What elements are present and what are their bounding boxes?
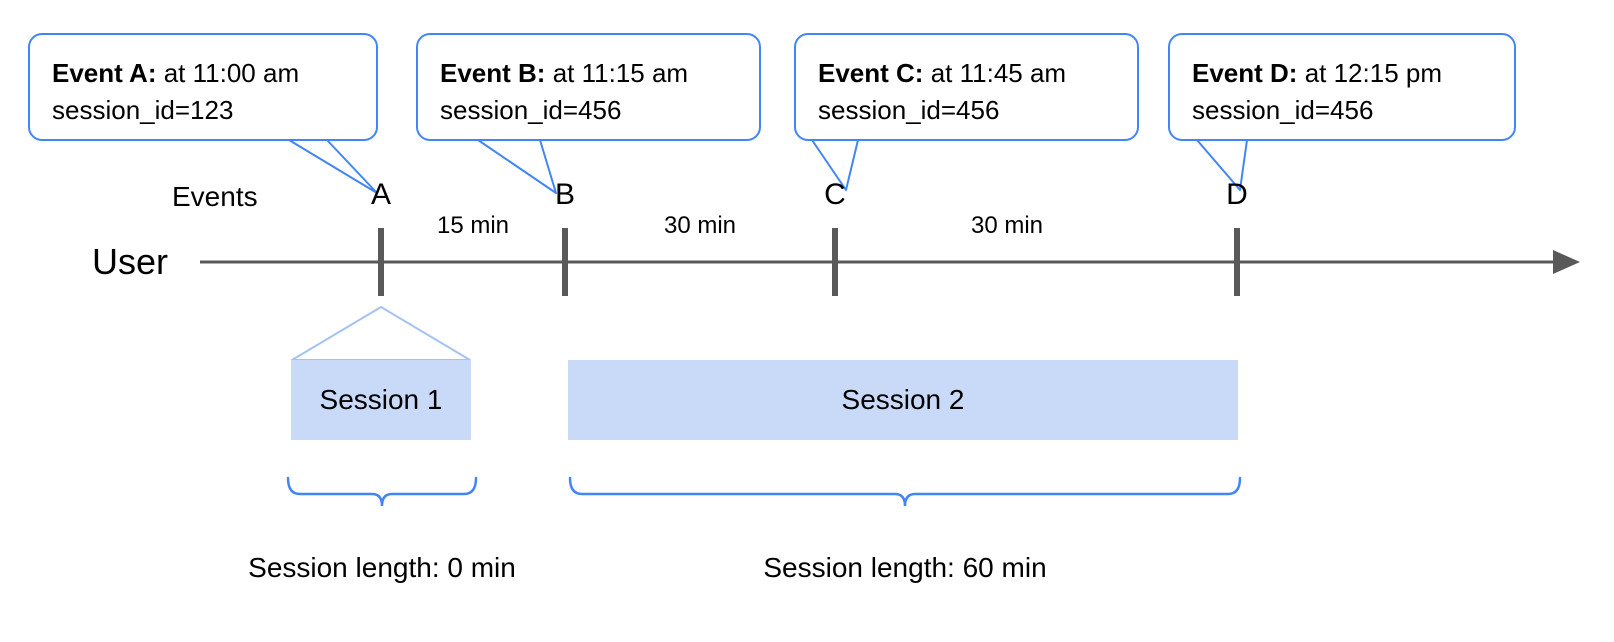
session2-brace: [568, 476, 1242, 507]
callout-b-line1: Event B: at 11:15 am: [440, 55, 737, 92]
session-length-label-1: Session length: 0 min: [248, 552, 516, 583]
callout-b-time: at 11:15 am: [545, 58, 689, 88]
callout-a-line1: Event A: at 11:00 am: [52, 55, 354, 92]
event-marker-label-d: D: [1226, 178, 1248, 211]
callout-a-time: at 11:00 am: [156, 58, 300, 88]
axis-label-user: User: [92, 241, 169, 282]
interval-label-a-b: 15 min: [436, 212, 510, 239]
interval-label-b-c: 30 min: [663, 212, 737, 239]
callout-d-line1: Event D: at 12:15 pm: [1192, 55, 1492, 92]
session-length-label-2: Session length: 60 min: [763, 552, 1047, 583]
callout-event-c[interactable]: Event C: at 11:45 am session_id=456: [794, 33, 1139, 141]
callout-c-line1: Event C: at 11:45 am: [818, 55, 1115, 92]
callout-event-d[interactable]: Event D: at 12:15 pm session_id=456: [1168, 33, 1516, 141]
event-marker-label-c: C: [824, 178, 846, 211]
callout-c-line2: session_id=456: [818, 94, 1000, 125]
callout-a-line2: session_id=123: [52, 94, 234, 125]
event-marker-label-b: B: [554, 178, 575, 211]
callout-b-title: Event B:: [440, 58, 546, 88]
callout-c-title: Event C:: [818, 58, 924, 88]
callout-d-line2: session_id=456: [1192, 94, 1374, 125]
session1-funnel: [291, 306, 471, 361]
event-marker-label-a: A: [370, 178, 391, 211]
callout-c-time: at 11:45 am: [923, 58, 1067, 88]
callout-a-title: Event A:: [52, 58, 157, 88]
callout-b-line2: session_id=456: [440, 94, 622, 125]
interval-label-c-d: 30 min: [970, 212, 1044, 239]
callout-d-time: at 12:15 pm: [1297, 58, 1443, 88]
session-box-1[interactable]: Session 1: [291, 360, 471, 440]
callout-event-b[interactable]: Event B: at 11:15 am session_id=456: [416, 33, 761, 141]
session-box-2[interactable]: Session 2: [568, 360, 1238, 440]
callout-d-title: Event D:: [1192, 58, 1298, 88]
session-box-2-label: Session 2: [841, 384, 965, 415]
session-box-1-label: Session 1: [319, 384, 443, 415]
callout-event-a[interactable]: Event A: at 11:00 am session_id=123: [28, 33, 378, 141]
axis-label-events: Events: [172, 181, 258, 212]
session1-brace: [286, 476, 478, 507]
